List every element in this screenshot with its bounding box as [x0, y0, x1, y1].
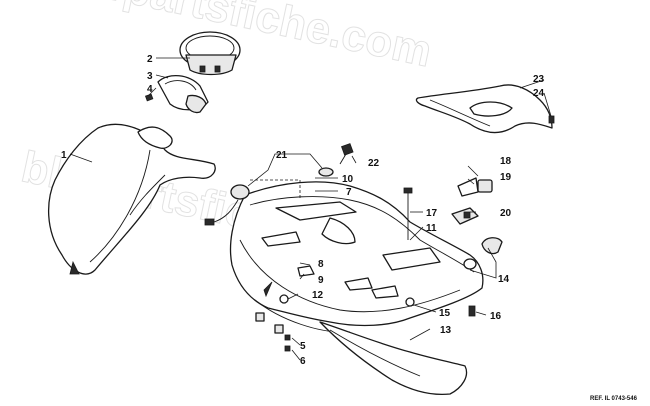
- hood-cover-part: [48, 123, 216, 275]
- callout-22: 22: [368, 158, 380, 169]
- callout-11: 11: [426, 223, 437, 234]
- callout-13: 13: [440, 325, 452, 336]
- callout-7: 7: [346, 187, 352, 198]
- callout-16: 16: [490, 311, 502, 322]
- callout-5: 5: [300, 341, 306, 352]
- callout-20: 20: [500, 208, 512, 219]
- top-cover-part: [415, 84, 555, 134]
- wiring-harness-part: [204, 179, 301, 226]
- lower-panel-part: [319, 321, 468, 396]
- callout-15: 15: [439, 308, 451, 319]
- callout-19: 19: [500, 172, 512, 183]
- callout-17: 17: [426, 208, 438, 219]
- callout-18: 18: [500, 156, 512, 167]
- callout-12: 12: [312, 290, 324, 301]
- callout-2: 2: [147, 54, 153, 65]
- callout-10: 10: [342, 174, 354, 185]
- callout-9: 9: [318, 275, 324, 286]
- bolt-17-part: [403, 187, 413, 240]
- console-main-part: [229, 181, 484, 334]
- gauge-assembly: [144, 31, 241, 114]
- callout-21: 21: [276, 150, 288, 161]
- callout-23: 23: [533, 74, 545, 85]
- fastener-22-part: [318, 143, 354, 177]
- callout-4: 4: [147, 84, 153, 95]
- callout-6: 6: [300, 356, 306, 367]
- watermark-text-top: blwpartsfiche.com: [48, 0, 436, 76]
- callout-24: 24: [533, 88, 545, 99]
- leader-lines: [69, 57, 552, 361]
- hardware-part: [263, 281, 476, 352]
- reference-label: REF. IL 0743-546: [590, 396, 638, 402]
- callout-labels: 1 2 3 4 5 6 7 8 9 10 11 12 13 14 15 16 1…: [61, 54, 545, 367]
- callout-8: 8: [318, 259, 324, 270]
- callout-3: 3: [147, 71, 153, 82]
- callout-14: 14: [498, 274, 510, 285]
- callout-1: 1: [61, 150, 67, 161]
- direction-arrow-icon-2: [263, 281, 273, 298]
- direction-arrow-icon: [69, 260, 80, 275]
